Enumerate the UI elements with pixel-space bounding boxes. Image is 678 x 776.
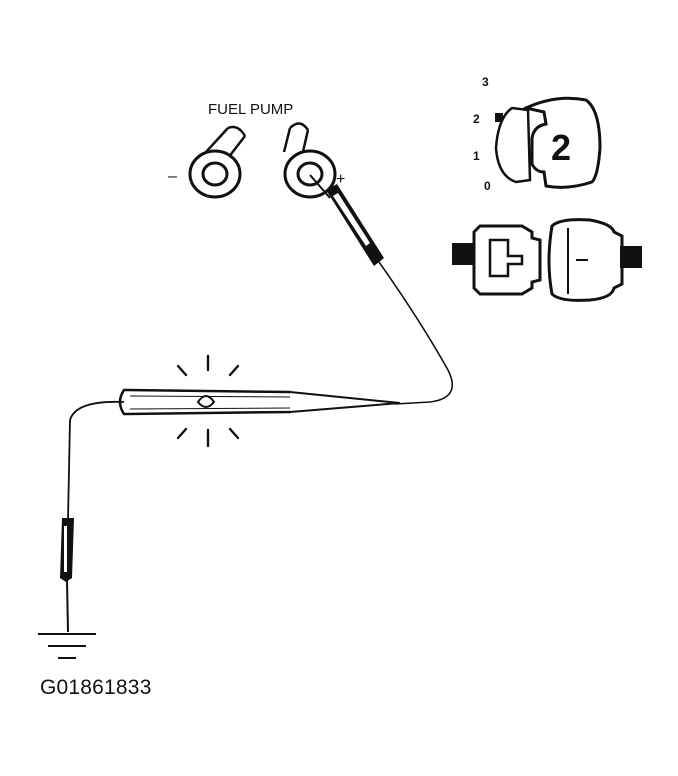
positive-sign: +: [336, 171, 345, 188]
negative-sign: –: [168, 168, 177, 185]
lead-wire-upper: [378, 261, 453, 405]
ignition-position-0: 0: [484, 179, 491, 193]
light-rays: [176, 354, 240, 448]
ground-symbol: [38, 633, 96, 659]
ignition-position-1: 1: [473, 149, 480, 163]
ignition-switch: [494, 96, 602, 189]
connector-disconnected: [452, 218, 642, 302]
test-light: [118, 388, 401, 416]
test-probe-upper: [309, 174, 384, 266]
fuel-pump-label: FUEL PUMP: [208, 101, 293, 118]
negative-terminal: [188, 125, 247, 199]
ignition-position-2: 2: [473, 112, 480, 126]
figure-id: G01861833: [40, 676, 152, 699]
lead-wire-lower: [67, 400, 125, 521]
ignition-key-number: 2: [551, 127, 571, 168]
test-probe-lower: [60, 518, 74, 633]
positive-terminal: [282, 122, 337, 199]
ignition-position-3: 3: [482, 75, 489, 89]
